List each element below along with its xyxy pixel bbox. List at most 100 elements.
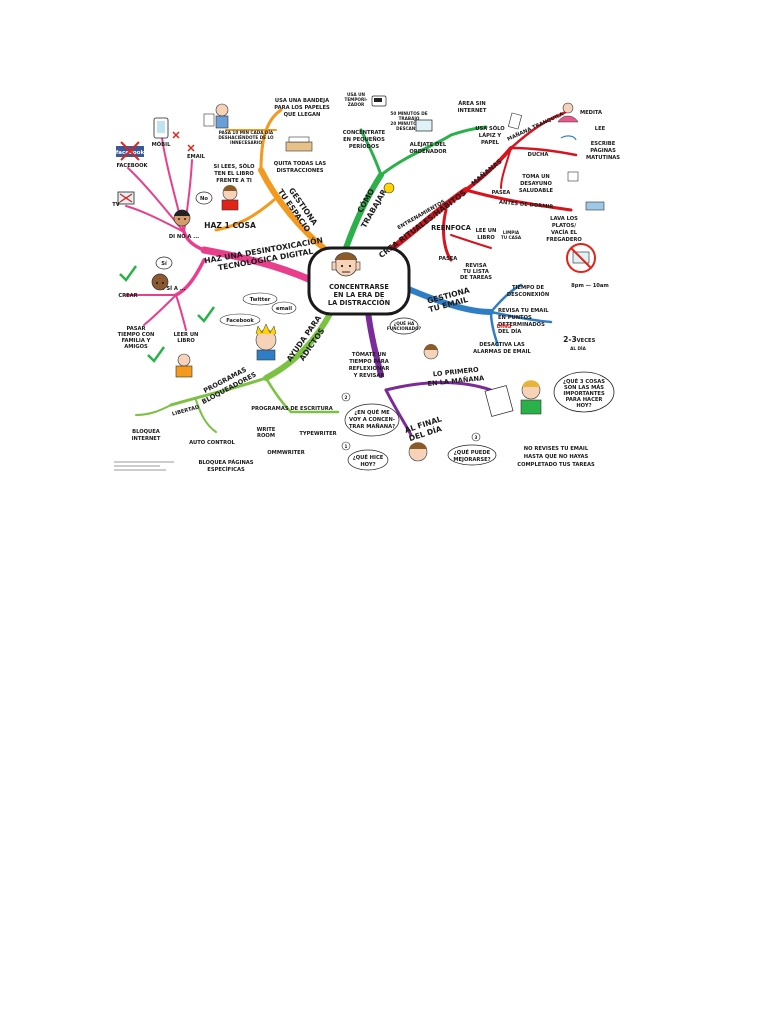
tray-icon	[285, 136, 313, 152]
leer-line2: LIBRO	[177, 338, 195, 344]
purple-final-branch	[384, 388, 413, 437]
limpia-line2: TU CASA	[501, 235, 522, 240]
center-title-line2: EN LA ERA DE	[334, 291, 385, 299]
branches	[125, 108, 578, 437]
bloquea-line2: INTERNET	[132, 436, 161, 442]
crear-label: CREAR	[118, 293, 137, 299]
writeroom-line1: WRITE	[257, 427, 276, 433]
twitter-text: Twitter	[250, 297, 271, 303]
veces-line2: VECES	[577, 338, 596, 344]
person-saying-si-illustration: Sí	[151, 256, 173, 291]
tomate-line3: REFLEXIONAR	[349, 366, 390, 372]
lava-line2: PLATOS/	[552, 223, 576, 229]
cosas-line5: HOY?	[576, 403, 591, 409]
check-pasar-icon	[147, 346, 166, 363]
quita-line2: DISTRACCIONES	[276, 168, 323, 174]
bandeja-line2: PARA LOS PAPELES	[274, 105, 330, 111]
tidying-person-illustration	[203, 103, 229, 129]
area-line2: INTERNET	[458, 108, 487, 114]
q2-bubble	[344, 403, 400, 437]
pink-leer-branch	[175, 294, 187, 331]
q1-bubble	[347, 449, 389, 471]
timer-line3: ZADOR	[348, 102, 365, 107]
pink-si-branch	[174, 258, 206, 297]
desactiva-line2: ALARMAS DE EMAIL	[473, 349, 531, 355]
reenfoca-label: REENFOCA	[431, 224, 472, 232]
min-line3: 20 MINUTOS DE	[390, 121, 427, 126]
orange-top-branch	[259, 108, 283, 172]
red-ducha-branch	[509, 146, 578, 157]
q3-number: 3	[475, 435, 478, 440]
revisa-email-line3: DETERMINADOS	[498, 322, 545, 328]
revisa-lista-line2: TU LISTA	[463, 269, 489, 275]
funcionado-line1: ¿QUÉ HA	[394, 321, 415, 326]
twitter-bubble	[242, 292, 278, 306]
facebook-bubble-text: Facebook	[226, 318, 254, 324]
escribe-line1: ESCRIBE	[591, 141, 616, 147]
veces-line1: 2-3	[563, 335, 577, 344]
red-lee-branch	[450, 234, 492, 249]
paginas-line2: ESPECÍFICAS	[207, 465, 245, 473]
red-reenfoca-branch	[442, 208, 453, 262]
norevises-line1: NO REVISES TU EMAIL	[524, 446, 589, 452]
antes-label: ANTES DE DORMIR	[499, 200, 554, 211]
tiempo-line1: TIEMPO DE	[512, 285, 544, 291]
q3-line1: ¿QUÉ PUEDE	[454, 448, 491, 456]
silees-line3: FRENTE A TI	[216, 178, 252, 184]
tomate-line4: Y REVISAR	[353, 373, 385, 379]
timer-line2: TEMPORI-	[344, 97, 367, 102]
bloquea-line1: BLOQUEA	[132, 429, 160, 435]
computer-icon	[415, 119, 433, 132]
cosas-line3: IMPORTANTES	[563, 391, 605, 397]
coffee-cup-icon	[567, 171, 579, 182]
typewriter-label: TYPEWRITER	[299, 431, 336, 437]
lime-escritura-branch	[264, 376, 340, 414]
lee-label: LEE	[595, 126, 606, 132]
q2-line2: VOY A CONCEN-	[349, 417, 395, 423]
credits-fine-print	[114, 461, 174, 471]
autocontrol-label: AUTO CONTROL	[189, 440, 235, 446]
bandeja-line3: QUE LLEGAN	[284, 112, 321, 118]
leelibro-line1: LEE UN	[476, 228, 497, 234]
escribe-line3: MATUTINAS	[586, 155, 620, 161]
pasa-line3: INNECESARIO	[230, 140, 262, 145]
reading-person-illustration	[175, 353, 193, 378]
lava-line4: FREGADERO	[546, 237, 582, 243]
q1-number: 1	[345, 444, 348, 449]
q3-line2: MEJORARSE?	[453, 457, 490, 463]
pink-no-label: DI NO A ...	[169, 234, 199, 240]
funcionado-bubble	[389, 317, 419, 335]
tomate-line1: TÓMATE UN	[352, 351, 386, 358]
facebook-label: FACEBOOK	[116, 163, 148, 169]
libertad-label: LIBERTAD	[171, 404, 200, 417]
cosas-line4: PARA HACER	[566, 397, 603, 403]
green-right-branch	[379, 125, 488, 177]
q2-number-badge	[341, 392, 351, 402]
tomate-line2: TIEMPO PARA	[349, 359, 389, 365]
min-line1: 50 MINUTOS DE	[390, 111, 427, 116]
silees-line1: SI LEES, SÓLO	[213, 163, 255, 170]
check-leer-icon	[197, 306, 216, 323]
blue-desactiva-branch	[489, 310, 500, 347]
facebook-logo-icon: facebook	[116, 141, 144, 161]
limpia-line1: LIMPIA	[503, 230, 520, 235]
thinking-person-illustration	[423, 344, 439, 360]
red-pasea-branch	[500, 147, 512, 189]
checklist-icon	[484, 385, 514, 417]
tv-icon	[117, 191, 135, 205]
shower-icon	[560, 135, 577, 141]
email-bubble	[271, 301, 297, 315]
silees-line2: TEN EL LIBRO	[214, 171, 254, 177]
q3-number-badge	[471, 432, 481, 442]
mind-map: CONCENTRARSE EN LA ERA DE LA DISTRACCIÓN…	[106, 90, 622, 480]
email-label: EMAIL	[187, 154, 206, 160]
norevises-line2: HASTA QUE NO HAYAS	[524, 454, 589, 460]
writeroom-line2: ROOM	[257, 433, 275, 439]
center-title-line1: CONCENTRARSE	[329, 283, 389, 291]
lapiz-line3: PAPEL	[481, 140, 500, 146]
funcionado-line2: FUNCIONADO?	[387, 326, 422, 331]
blue-main-branch	[403, 285, 494, 315]
ducha-label: DUCHA	[528, 152, 549, 158]
conc-line3: PERÍODOS	[349, 142, 379, 150]
escritura-label: PROGRAMAS DE ESCRITURA	[251, 406, 333, 412]
